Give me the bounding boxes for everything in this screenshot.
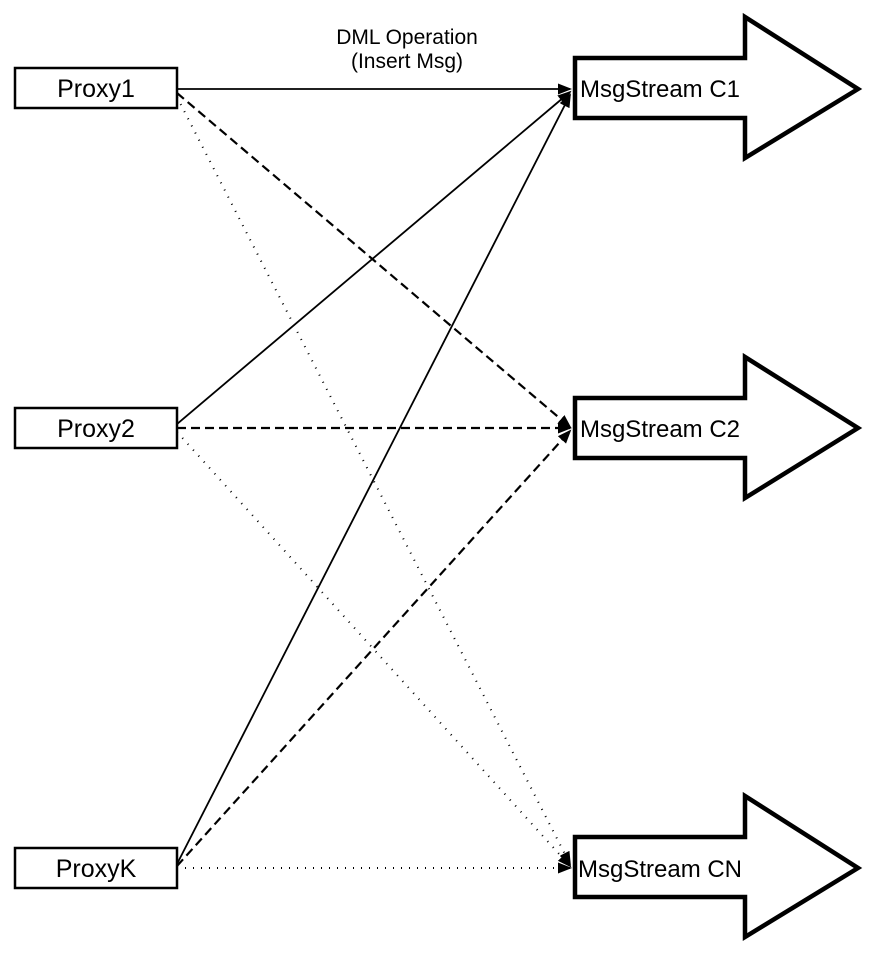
diagram-title-line1: DML Operation (336, 26, 478, 49)
node-proxyk: ProxyK (13, 846, 179, 890)
msgstream-cn-arrow-shape (572, 791, 863, 942)
msgstream-c1-label: MsgStream C1 (580, 76, 740, 103)
proxy1-label: Proxy1 (57, 75, 135, 103)
edge-proxyk-c1-solid (176, 93, 571, 865)
edge-proxy2-c1-solid (176, 90, 572, 425)
msgstream-c1-arrow-shape (572, 12, 863, 163)
msgstream-c2-label: MsgStream C2 (580, 416, 740, 443)
proxy2-label: Proxy2 (57, 415, 135, 443)
node-msgstream-c1: MsgStream C1 (572, 12, 863, 163)
msgstream-c2-arrow-shape (572, 352, 863, 503)
edge-proxyk-c2-dashed (176, 429, 572, 867)
proxyk-label: ProxyK (56, 855, 137, 883)
node-proxy2: Proxy2 (13, 406, 179, 450)
node-msgstream-c2: MsgStream C2 (572, 352, 863, 503)
diagram-title-line2: (Insert Msg) (351, 50, 463, 73)
proxy1-box (13, 66, 179, 110)
node-msgstream-cn: MsgStream CN (572, 791, 863, 942)
msgstream-cn-label: MsgStream CN (578, 856, 742, 883)
edge-proxy1-c2-dashed (176, 92, 572, 429)
node-proxy1: Proxy1 (13, 66, 179, 110)
proxy2-box (13, 406, 179, 450)
proxyk-box (13, 846, 179, 890)
